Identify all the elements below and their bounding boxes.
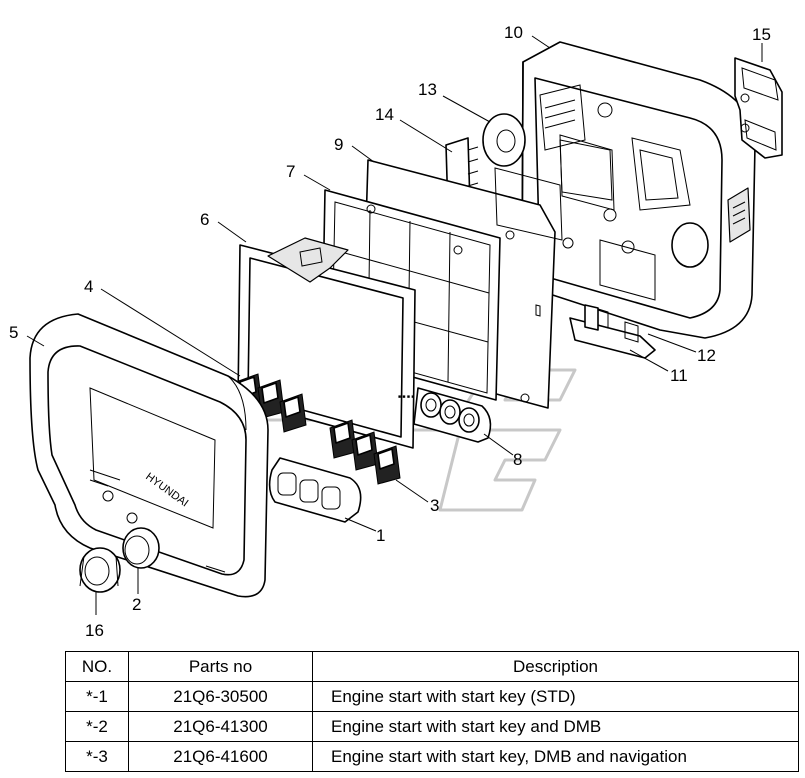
table-row: *-1 21Q6-30500 Engine start with start k… [65,681,799,712]
parts-table: NO. Parts no Description *-1 21Q6-30500 … [65,651,799,772]
row-no: *-1 [65,681,129,712]
callout-4: 4 [84,277,93,296]
callout-9: 9 [334,135,343,154]
callout-8: 8 [513,450,522,469]
bracket-plate-12 [584,304,599,331]
callout-12: 12 [697,346,716,365]
header-no: NO. [65,651,129,682]
callout-2: 2 [132,595,141,614]
callout-5: 5 [9,323,18,342]
callout-10: 10 [504,23,523,42]
rubber-grommet [482,113,526,167]
table-row: *-3 21Q6-41600 Engine start with start k… [65,741,799,772]
knob-plate [413,387,492,443]
switch-bezel [268,457,362,523]
callout-11: 11 [670,366,688,385]
rotary-knob [122,527,160,569]
row-description: Engine start with start key (STD) [312,681,799,712]
row-no: *-2 [65,711,129,742]
parts-table-header: NO. Parts no Description [65,651,799,682]
svg-text:■ ■ ■ ■: ■ ■ ■ ■ [398,394,414,400]
row-no: *-3 [65,741,129,772]
callout-7: 7 [286,162,295,181]
callout-1: 1 [376,526,385,545]
callout-6: 6 [200,210,209,229]
row-description: Engine start with start key and DMB [312,711,799,742]
row-description: Engine start with start key, DMB and nav… [312,741,799,772]
switch-group-right [329,419,401,485]
row-parts-no: 21Q6-30500 [128,681,313,712]
exploded-parts-diagram: ■ ■ ■ ■ [9,23,783,640]
header-description: Description [312,651,799,682]
leader-lines [26,35,763,615]
callout-13: 13 [418,80,437,99]
row-parts-no: 21Q6-41300 [128,711,313,742]
row-parts-no: 21Q6-41600 [128,741,313,772]
callout-15: 15 [752,25,771,44]
callout-3: 3 [430,496,439,515]
table-row: *-2 21Q6-41300 Engine start with start k… [65,711,799,742]
mounting-bracket [734,57,783,159]
callout-16: 16 [85,621,104,640]
callout-14: 14 [375,105,394,124]
header-parts-no: Parts no [128,651,313,682]
front-bezel: HYUNDAI [29,313,269,598]
rear-housing [521,41,756,339]
knob-cap [79,547,121,593]
